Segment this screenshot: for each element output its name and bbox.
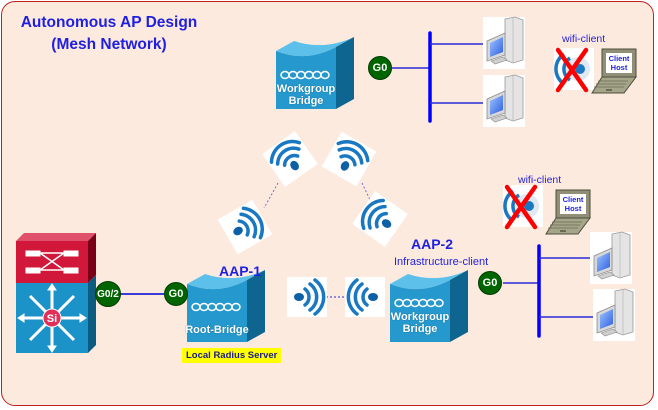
top-wifi-client-label: wifi-client — [562, 33, 606, 45]
svg-text:Si: Si — [47, 313, 57, 325]
top-client-host-line1: Client — [608, 54, 630, 63]
local-radius-server-badge: Local Radius Server — [182, 348, 282, 363]
right-client-host-line2: Host — [564, 204, 582, 213]
crossover-icon — [25, 250, 79, 274]
title-line-2: (Mesh Network) — [51, 36, 167, 53]
crossed-wifi-client-icon — [554, 48, 594, 90]
top-bridge-label: Workgroup Bridge — [276, 83, 336, 107]
diagram-title: Autonomous AP Design (Mesh Network) — [14, 12, 204, 56]
switch-arrows-icon — [17, 283, 87, 353]
pc-icon — [589, 231, 633, 285]
top-client-host-label: Client Host — [606, 54, 632, 72]
aap2-bridge-label-line1: Workgroup — [390, 311, 450, 323]
right-wifi-client-label: wifi-client — [518, 174, 562, 186]
right-ethernet-bus — [537, 244, 600, 338]
wireless-antenna-icon — [214, 197, 275, 258]
aap2-role: Infrastructure-client — [394, 256, 489, 268]
port-badge-switch-g0-2: G0/2 — [95, 281, 121, 307]
right-client-host-label: Client Host — [560, 195, 586, 213]
wireless-antenna-icon — [350, 189, 412, 250]
top-ethernet-bus — [428, 31, 488, 123]
right-client-host-line1: Client — [562, 195, 584, 204]
multilayer-switch: Si — [16, 233, 96, 353]
wireless-antenna-icon — [343, 275, 389, 319]
aap1-root-bridge — [187, 270, 265, 342]
aap2-name: AAP-2 — [411, 236, 454, 252]
pc-icon — [482, 16, 526, 70]
aap2-workgroup-bridge — [390, 270, 468, 342]
pc-icon — [592, 288, 636, 342]
wireless-antenna-icon — [260, 129, 321, 191]
port-badge-aap1-g0: G0 — [164, 282, 188, 306]
port-badge-aap2-g0: G0 — [478, 271, 502, 295]
mesh-link-top-left — [263, 182, 279, 209]
wireless-antenna-icon — [283, 275, 329, 319]
aap2-bridge-label: Workgroup Bridge — [390, 311, 450, 335]
top-bridge-label-line1: Workgroup — [276, 83, 336, 95]
title-line-1: Autonomous AP Design — [20, 14, 198, 31]
crossed-wifi-client-icon — [503, 185, 543, 227]
pc-icon — [482, 74, 526, 128]
top-bridge-label-line2: Bridge — [288, 95, 324, 107]
aap2-bridge-label-line2: Bridge — [402, 323, 438, 335]
top-client-host-line2: Host — [610, 63, 628, 72]
wireless-antenna-icon — [318, 129, 379, 190]
top-workgroup-bridge — [276, 37, 354, 109]
aap1-bridge-label: Root-Bridge — [185, 324, 249, 336]
aap1-name: AAP-1 — [219, 263, 262, 279]
port-badge-top-bridge-g0: G0 — [368, 56, 392, 80]
